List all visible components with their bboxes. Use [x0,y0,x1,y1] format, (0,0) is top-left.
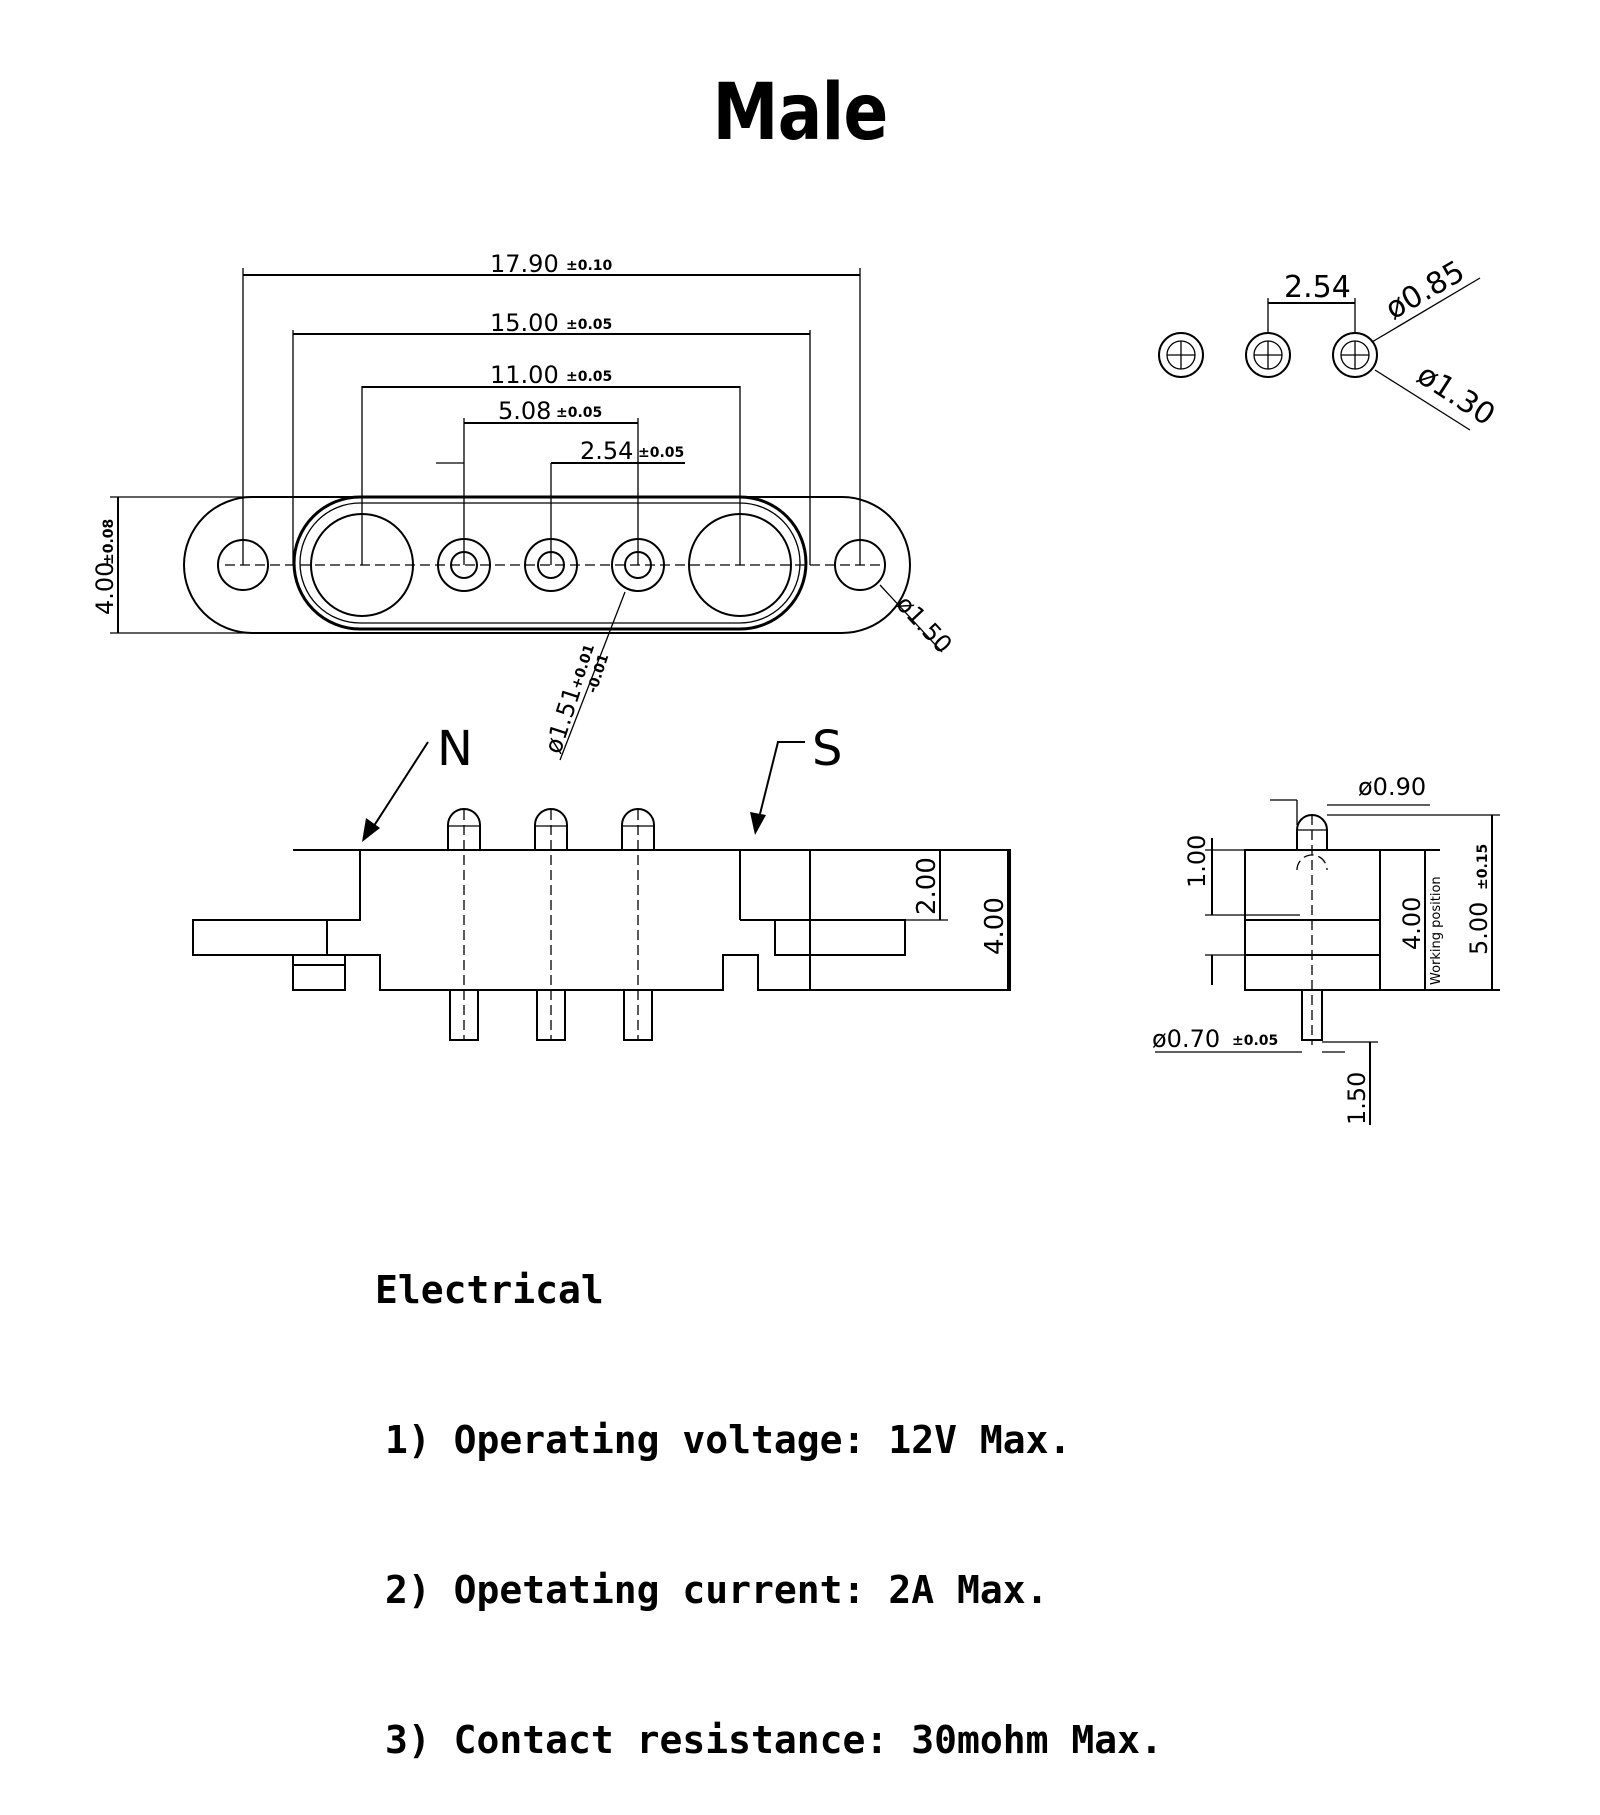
dim-overall: 17.90 [490,250,559,278]
right-mount-tab [774,919,906,956]
dim-magnets: 15.00 [490,309,559,337]
dim-step: 2.00 [912,857,942,915]
total-tol: ±0.15 [1475,844,1491,890]
tol-magnets: ±0.05 [566,317,612,333]
dim-pin-pitch: 2.54 [580,437,633,465]
electrical-spec: Electrical 1) Operating voltage: 12V Max… [375,1165,1163,1815]
working-position-label: Working position [1429,876,1444,985]
page-title: Male [712,68,888,158]
tol-overall: ±0.10 [566,258,613,274]
magnet-frame [292,495,808,631]
side-pin-1 [447,808,481,1041]
tip-height: 1.00 [1183,835,1211,888]
housing-outline [183,496,911,634]
side-view: N S 2.00 4.00 [192,721,1011,1041]
dim-hole: ø1.50 [891,590,958,659]
spec-item-resistance: 3) Contact resistance: 30mohm Max. [385,1718,1163,1762]
total-height: 5.00 [1465,902,1493,955]
footprint-pad-2 [1245,332,1291,378]
tol-outer-pins: ±0.05 [566,369,612,385]
dim-height: 4.00 [91,562,119,615]
spec-item-voltage: 1) Operating voltage: 12V Max. [385,1418,1072,1462]
tail-dia: ø0.70 [1152,1025,1220,1053]
left-mount-tab [192,919,328,956]
dim-side-height: 4.00 [980,897,1010,955]
tip-dia: ø0.90 [1358,773,1426,801]
tol-pin-pitch: ±0.05 [638,445,684,461]
label-s: S [812,721,842,777]
side-pin-2 [534,808,568,1041]
footprint-pad-3 [1332,332,1378,378]
body-height: 4.00 [1398,897,1426,950]
arrow-n [369,741,429,833]
side-pin-3 [621,808,655,1041]
dim-pin-dia: ø1.51 [539,683,587,756]
dim-pin-span: 5.08 [498,397,551,425]
tail-tol: ±0.05 [1232,1033,1278,1049]
footprint-pitch: 2.54 [1284,270,1351,305]
footprint-view: 2.54 ø0.85 ø1.30 [1158,254,1501,433]
tol-height: ±0.08 [101,519,117,565]
label-n: N [437,721,473,777]
footprint-inner-dia: ø0.85 [1380,254,1471,327]
drawing-canvas: 17.90 ±0.10 15.00 ±0.05 11.00 ±0.05 5.08… [91,250,1501,1125]
spec-item-current: 2) Opetating current: 2A Max. [385,1568,1049,1612]
top-view: 17.90 ±0.10 15.00 ±0.05 11.00 ±0.05 5.08… [91,250,958,761]
pin-tail [1301,989,1323,1041]
arrow-s [757,741,805,823]
dim-outer-pins: 11.00 [490,361,559,389]
tol-pin-span: ±0.05 [556,405,602,421]
electrical-heading: Electrical [375,1268,604,1312]
footprint-pad-1 [1158,332,1204,378]
pin-detail-view: ø0.90 1.00 4.00 Working position 5.00 ±0… [1152,773,1500,1125]
tail-length: 1.50 [1343,1072,1371,1125]
